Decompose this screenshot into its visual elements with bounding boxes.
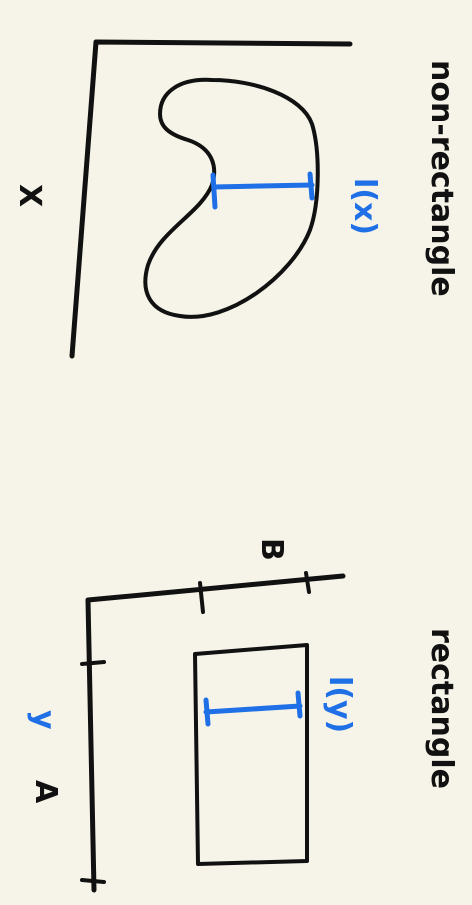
interval-a-label: A [28,780,63,804]
rectangle-title: rectangle [424,628,459,789]
rect-axes [85,573,346,893]
rect-length-segment [203,703,303,715]
rect-length-tick-right [295,690,303,719]
rect-length-label: l(y) [322,676,357,733]
rect-region [193,643,309,866]
non-rect-length-tick-right [307,171,315,201]
rect-tick-b-far [304,571,311,594]
axis-variable-label: y [26,710,61,730]
x-axis-letter: X [12,184,47,207]
non-rectangle-title: non-rectangle [424,60,459,297]
non-rect-length-segment [211,182,315,190]
rect-tick-a-far [80,878,106,884]
rect-length-tick-left [203,697,211,727]
interval-b-label: B [254,538,289,561]
non-rectangle-figure: l(x) X non-rectangle [12,39,459,359]
rectangle-figure: l(y) B A y rectangle [26,538,459,893]
non-rect-length-label: l(x) [347,178,382,235]
non-rect-axes [69,39,353,359]
rect-tick-b-near [198,581,205,614]
non-rect-length-tick-left [210,172,218,210]
non-rect-region [143,77,320,319]
rect-tick-a-near [80,660,106,666]
